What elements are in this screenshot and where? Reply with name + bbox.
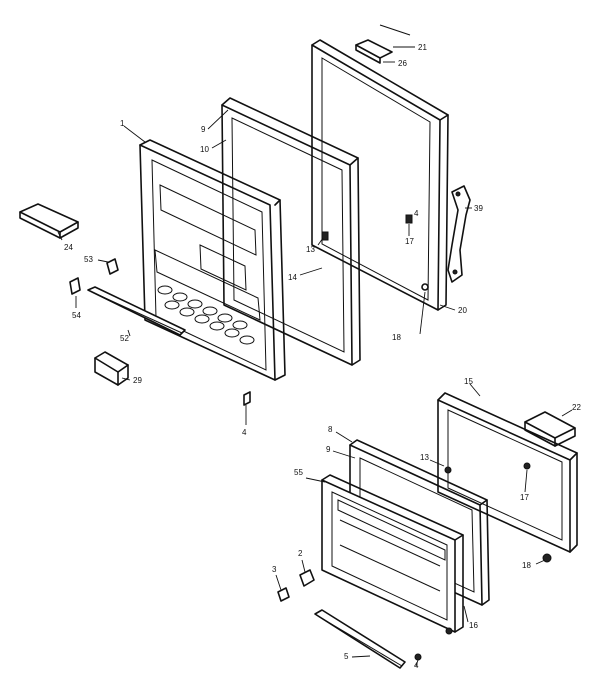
- kick-rail: [314, 609, 406, 669]
- hinge-part: [447, 185, 471, 283]
- callout-1: 1: [120, 119, 125, 128]
- callout-13-upper: 13: [306, 245, 315, 254]
- door-top-trim: [355, 24, 411, 64]
- leader-lines: [57, 46, 573, 667]
- bracket-53: [106, 258, 119, 275]
- callout-14: 14: [288, 273, 297, 282]
- callout-54: 54: [72, 311, 81, 320]
- callout-15: 15: [464, 377, 473, 386]
- upper-door-panel: [139, 139, 286, 381]
- upper-small-parts: [243, 214, 429, 406]
- callout-10: 10: [200, 145, 209, 154]
- callout-5: 5: [344, 652, 349, 661]
- callout-17-lower: 17: [520, 493, 529, 502]
- callout-4-upper: 4: [242, 428, 247, 437]
- callout-21: 21: [418, 43, 427, 52]
- callout-29: 29: [133, 376, 142, 385]
- callout-52: 52: [120, 334, 129, 343]
- callout-3: 3: [272, 565, 277, 574]
- upper-outer-door: [311, 39, 449, 311]
- callout-labels: 1 9 10 21 26 24 53 54 52 29 4 13 14 4 17…: [64, 43, 581, 670]
- clip-54: [69, 277, 81, 295]
- callout-9: 9: [201, 125, 206, 134]
- callout-9-lower: 9: [326, 445, 331, 454]
- callout-24: 24: [64, 243, 73, 252]
- cover-29: [94, 351, 129, 386]
- lower-handle: [524, 411, 576, 447]
- callout-18-lower: 18: [522, 561, 531, 570]
- door-rail-52: [87, 286, 186, 336]
- callout-8: 8: [328, 425, 333, 434]
- callout-18-upper: 18: [392, 333, 401, 342]
- upper-door-gasket: [221, 97, 361, 366]
- callout-39: 39: [474, 204, 483, 213]
- callout-4-lower: 4: [414, 661, 419, 670]
- lower-door-liner: [321, 474, 464, 633]
- ice-tray: [19, 203, 79, 239]
- callout-17-upper: 17: [405, 237, 414, 246]
- callout-53: 53: [84, 255, 93, 264]
- callout-55: 55: [294, 468, 303, 477]
- callout-4-hinge: 4: [414, 209, 419, 218]
- lower-outer-door: [437, 392, 578, 553]
- callout-20: 20: [458, 306, 467, 315]
- door-shelf-bins: [157, 285, 255, 345]
- lower-small-parts: [277, 462, 552, 661]
- callout-16: 16: [469, 621, 478, 630]
- callout-2: 2: [298, 549, 303, 558]
- callout-13-lower: 13: [420, 453, 429, 462]
- callout-26: 26: [398, 59, 407, 68]
- callout-22: 22: [572, 403, 581, 412]
